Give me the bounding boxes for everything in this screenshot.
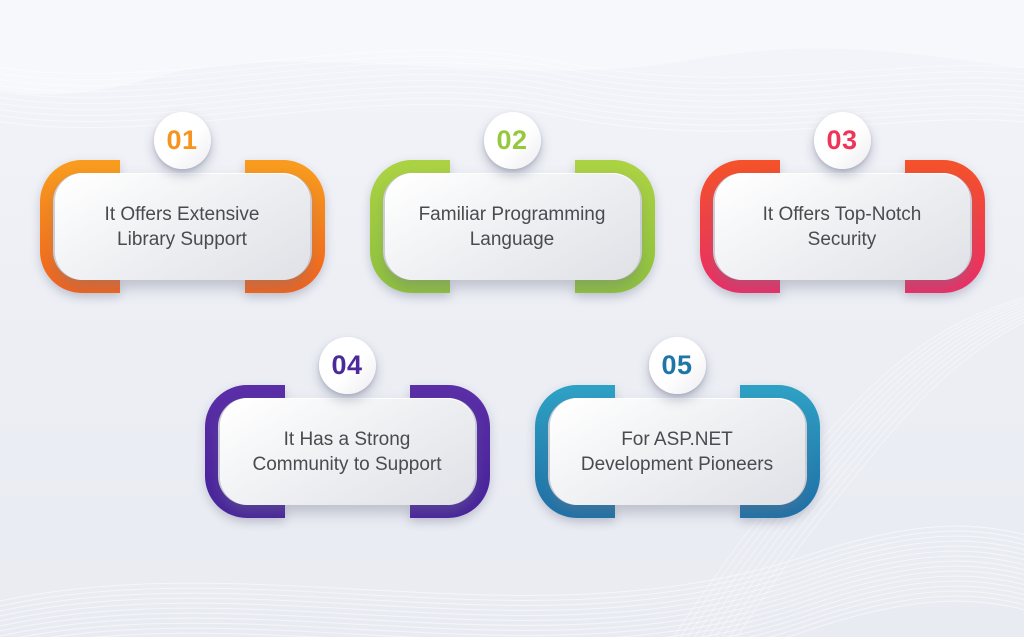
card-face: It Offers Extensive Library Support [54,173,310,280]
card-body: Familiar Programming Language [369,160,655,293]
left-bracket [699,160,780,293]
card-text: It Has a Strong Community to Support [252,427,441,477]
card-unit-05: 05 For ASP.NET Development Pioneers [534,337,820,518]
card-text: It Offers Extensive Library Support [105,202,260,252]
card-body: It Offers Top-Notch Security [699,160,985,293]
infographic: 01 It Offers Extensive Library Support [39,112,985,518]
left-bracket [204,385,285,518]
bracket-frame [369,160,655,293]
card-face: Familiar Programming Language [384,173,640,280]
card-text-line1: It Offers Top-Notch [762,203,922,225]
card-face: For ASP.NET Development Pioneers [549,398,805,505]
card-body: It Offers Extensive Library Support [39,160,325,293]
bracket-frame [39,160,325,293]
number-badge: 02 [483,112,541,169]
left-bracket [534,385,615,518]
cards-row-2: 04 It Has a Strong Community to Support [204,337,820,518]
card-text-line2: Library Support [117,228,247,250]
card-unit-03: 03 It Offers Top-Notch Security [699,112,985,293]
right-bracket [409,385,490,518]
number-badge: 04 [318,337,376,394]
card-text-line2: Development Pioneers [580,453,774,475]
cards-row-1: 01 It Offers Extensive Library Support [39,112,985,293]
card-body: For ASP.NET Development Pioneers [534,385,820,518]
card-text-line2: Security [807,228,877,250]
left-bracket [39,160,120,293]
right-bracket [574,160,655,293]
number-badge: 03 [813,112,871,169]
card-text-line1: It Has a Strong [283,428,411,450]
card-text-line2: Language [469,228,555,250]
card-text-line1: It Offers Extensive [104,203,260,225]
card-text: It Offers Top-Notch Security [763,202,922,252]
card-text: For ASP.NET Development Pioneers [581,427,773,477]
card-text-line2: Community to Support [252,453,442,475]
number-badge: 01 [153,112,211,169]
card-face: It Offers Top-Notch Security [714,173,970,280]
bracket-frame [204,385,490,518]
card-face: It Has a Strong Community to Support [219,398,475,505]
right-bracket [904,160,985,293]
badge-number: 05 [661,350,693,380]
card-unit-01: 01 It Offers Extensive Library Support [39,112,325,293]
right-bracket [244,160,325,293]
card-text: Familiar Programming Language [419,202,606,252]
bracket-frame [699,160,985,293]
number-badge: 05 [648,337,706,394]
badge-number: 04 [331,350,363,380]
badge-number: 03 [826,125,858,155]
badge-number: 02 [496,125,528,155]
card-text-line1: For ASP.NET [621,428,733,450]
left-bracket [369,160,450,293]
card-body: It Has a Strong Community to Support [204,385,490,518]
card-unit-04: 04 It Has a Strong Community to Support [204,337,490,518]
badge-number: 01 [166,125,198,155]
card-unit-02: 02 Familiar Programming Language [369,112,655,293]
card-text-line1: Familiar Programming [418,203,606,225]
